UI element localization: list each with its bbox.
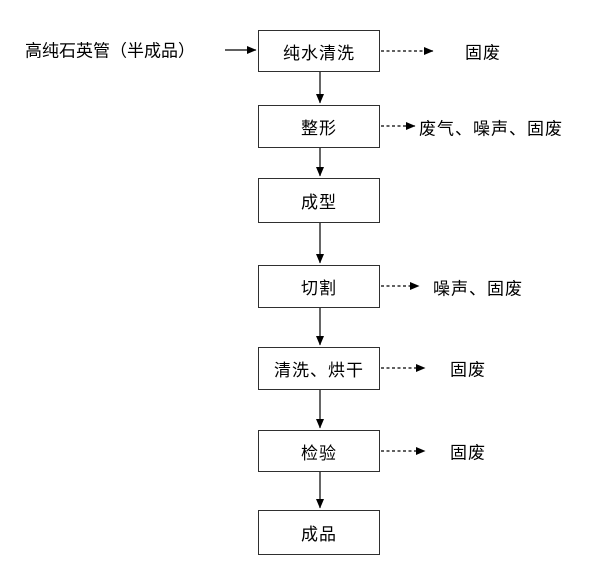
step-box-cutting: 切割 bbox=[258, 265, 380, 308]
step-box-pure-water-wash: 纯水清洗 bbox=[258, 30, 380, 72]
step-box-finished-product: 成品 bbox=[258, 510, 380, 555]
emission-label-step4: 噪声、固废 bbox=[433, 279, 523, 299]
step-box-wash-dry: 清洗、烘干 bbox=[258, 347, 380, 390]
source-material-label: 高纯石英管（半成品） bbox=[25, 41, 195, 61]
emission-label-step6: 固废 bbox=[450, 443, 486, 463]
emission-label-step1: 固废 bbox=[465, 43, 501, 63]
step-box-forming: 成型 bbox=[258, 178, 380, 223]
emission-label-step2: 废气、噪声、固废 bbox=[419, 119, 563, 139]
emission-label-step5: 固废 bbox=[450, 360, 486, 380]
step-box-shaping: 整形 bbox=[258, 105, 380, 148]
step-box-inspection: 检验 bbox=[258, 430, 380, 472]
